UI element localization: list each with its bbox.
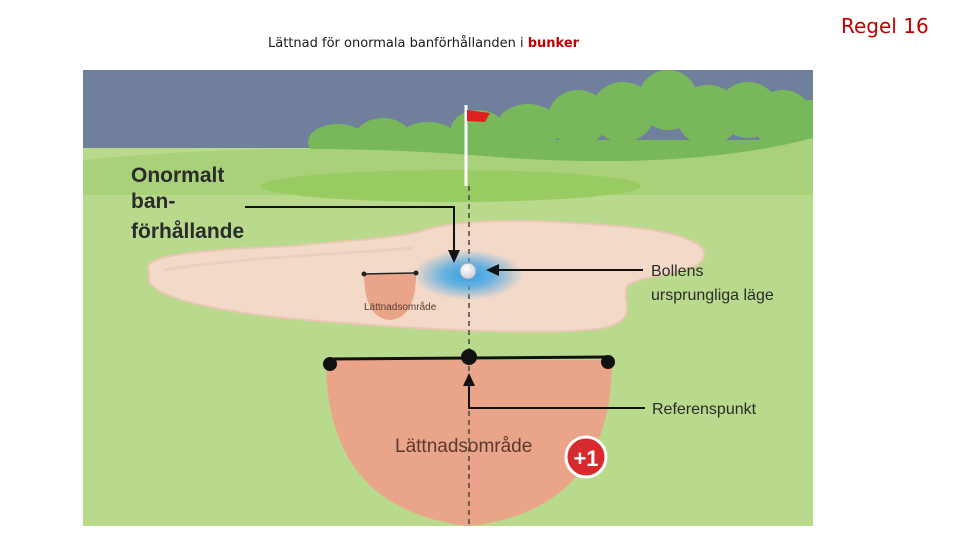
label-reference: Referenspunkt [652,401,757,418]
bracket-right-end [601,355,615,369]
bunker-relief-diagram: +1 Onormalt ban- förhållande Bollens urs… [83,70,837,526]
ball [459,262,477,280]
putting-green [261,170,641,202]
flag [467,110,490,122]
slide-title: Lättnad för onormala banförhållanden i b… [268,36,579,51]
label-ball-2: ursprungliga läge [651,287,774,304]
label-large-relief: Lättnadsområde [395,436,532,457]
reference-point [461,349,477,365]
rule-label: Regel 16 [841,14,929,38]
bracket-left-end [323,357,337,371]
label-condition-1: Onormalt [131,164,224,187]
label-small-relief: Lättnadsområde [364,301,437,313]
title-text: Lättnad för onormala banförhållanden i [268,36,524,51]
penalty-badge-text: +1 [573,446,598,471]
title-highlight: bunker [527,36,580,51]
label-ball-1: Bollens [651,263,703,280]
tree-line [308,70,837,162]
label-condition-3: förhållande [131,220,244,243]
label-condition-2: ban- [131,190,175,213]
penalty-badge [564,435,608,479]
small-relief-area [364,273,416,320]
